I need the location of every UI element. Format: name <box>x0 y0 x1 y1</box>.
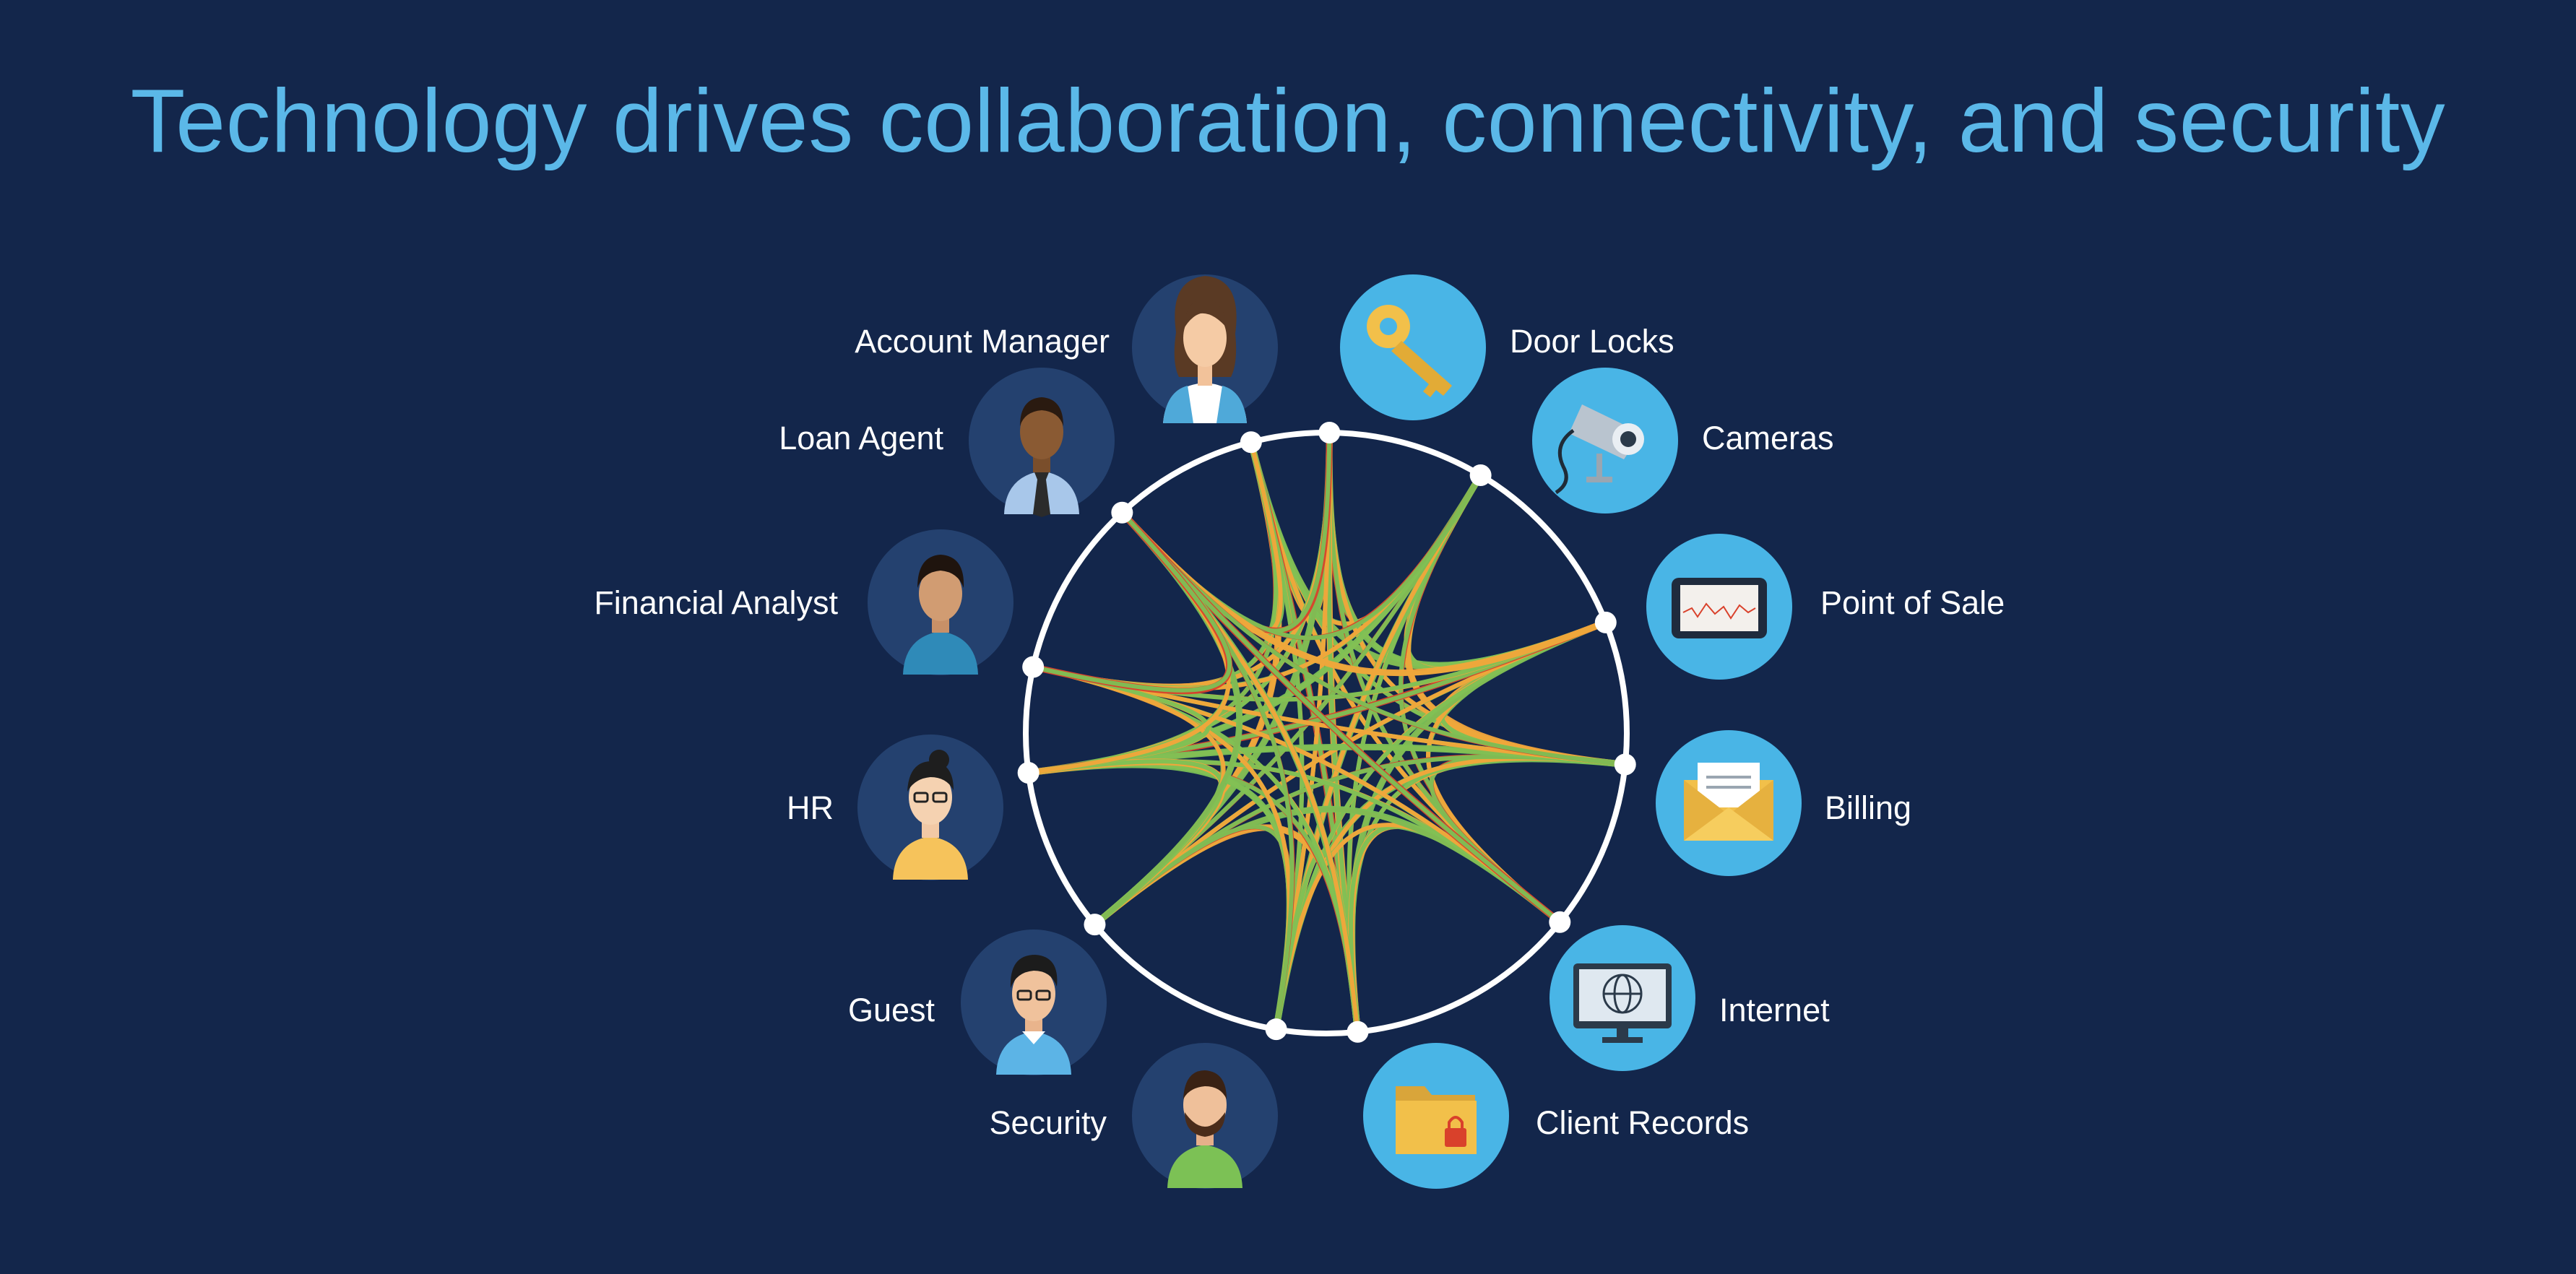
ring-node <box>1084 914 1106 936</box>
person-label: Security <box>989 1104 1107 1141</box>
connection-link <box>1032 664 1226 927</box>
person-security[interactable]: Security <box>989 1043 1278 1189</box>
security-camera-icon <box>1555 404 1644 495</box>
ring-node <box>1022 656 1045 678</box>
person-label: HR <box>787 789 834 826</box>
tablet-pos-icon <box>1672 578 1767 638</box>
guest-glasses-avatar-icon <box>996 955 1071 1075</box>
device-label: Billing <box>1825 789 1911 826</box>
device-label: Cameras <box>1702 420 1834 456</box>
person-label: Financial Analyst <box>594 584 838 621</box>
ring-node <box>1017 762 1040 784</box>
connection-link <box>1032 664 1225 927</box>
device-label: Point of Sale <box>1820 584 2005 621</box>
ring-node <box>1549 911 1571 933</box>
device-internet[interactable]: Internet <box>1550 925 1830 1071</box>
ring-node <box>1240 431 1262 454</box>
connection-link <box>1093 825 1294 1030</box>
bearded-man-avatar-icon <box>1167 1070 1242 1188</box>
person-label: Guest <box>848 992 935 1028</box>
ring-node <box>1111 501 1133 524</box>
device-client-records[interactable]: Client Records <box>1363 1043 1749 1189</box>
ring-node <box>1469 464 1492 487</box>
person-loan-agent[interactable]: Loan Agent <box>779 368 1115 517</box>
device-door-locks[interactable]: Door Locks <box>1340 274 1674 420</box>
device-label: Client Records <box>1536 1104 1749 1141</box>
ring-node <box>1614 753 1636 776</box>
globe-monitor-icon <box>1573 963 1672 1043</box>
device-label: Door Locks <box>1510 323 1674 360</box>
ring-nodes <box>1017 422 1636 1043</box>
analyst-avatar-icon <box>903 555 978 675</box>
ring-node <box>1318 422 1341 444</box>
connection-link <box>1348 822 1563 1033</box>
man-tie-avatar-icon <box>1004 397 1079 517</box>
person-guest[interactable]: Guest <box>848 930 1107 1075</box>
connection-link <box>1120 511 1562 924</box>
ring-node <box>1265 1018 1287 1041</box>
locked-folder-icon <box>1396 1086 1477 1154</box>
page-title: Technology drives collaboration, connect… <box>130 72 2446 171</box>
person-label: Loan Agent <box>779 420 943 456</box>
key-icon <box>1367 305 1452 397</box>
person-account-manager[interactable]: Account Manager <box>855 274 1278 423</box>
connection-link <box>1032 511 1232 693</box>
person-financial-analyst[interactable]: Financial Analyst <box>594 529 1013 675</box>
device-circle <box>1340 274 1486 420</box>
woman-avatar-icon <box>1163 276 1247 423</box>
person-hr[interactable]: HR <box>787 734 1003 880</box>
device-billing[interactable]: Billing <box>1656 730 1911 876</box>
hr-glasses-avatar-icon <box>893 750 968 880</box>
envelope-icon <box>1684 763 1773 841</box>
connection-link <box>1349 824 1562 1033</box>
person-label: Account Manager <box>855 323 1110 360</box>
device-cameras[interactable]: Cameras <box>1532 368 1834 514</box>
ring-node <box>1594 611 1617 633</box>
ring-node <box>1347 1020 1369 1043</box>
connection-links <box>1028 432 1626 1033</box>
device-label: Internet <box>1719 992 1830 1028</box>
device-point-of-sale[interactable]: Point of Sale <box>1646 534 2005 680</box>
